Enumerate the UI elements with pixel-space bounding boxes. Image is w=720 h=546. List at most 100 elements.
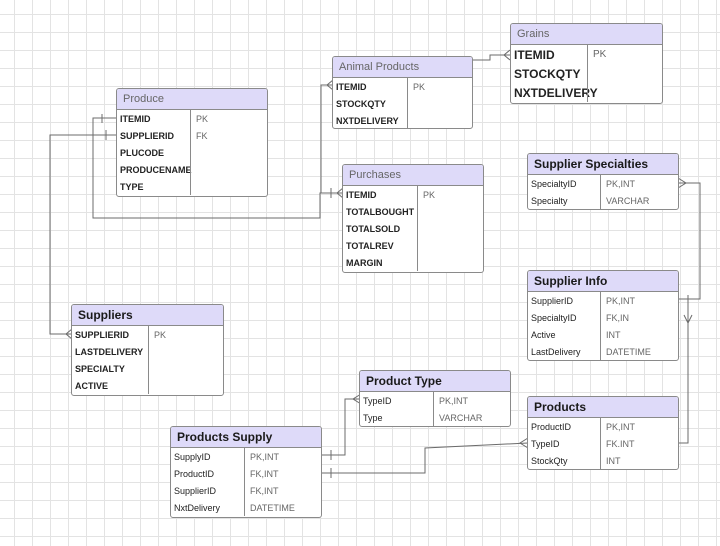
column-type: INT <box>606 455 621 466</box>
entity-suppliers[interactable]: Suppliers SUPPLIERID PK LASTDELIVERY SPE… <box>71 304 224 396</box>
table-row: ProductID FK,INT <box>171 465 321 482</box>
table-row: TYPE <box>117 178 267 195</box>
column-name: STOCKQTY <box>336 98 386 109</box>
table-row: TypeID PK,INT <box>360 392 510 409</box>
entity-supplier-info[interactable]: Supplier Info SupplierID PK,INT Specialt… <box>527 270 679 361</box>
column-name: SUPPLIERID <box>75 329 130 340</box>
column-type: DATETIME <box>250 502 295 513</box>
column-name: Type <box>363 412 383 423</box>
table-row: PRODUCENAME <box>117 161 267 178</box>
table-row: Specialty VARCHAR <box>528 192 678 209</box>
rel-specialties-info <box>678 182 701 300</box>
column-name: Active <box>531 329 556 340</box>
column-name: PRODUCENAME <box>120 164 192 175</box>
column-type: FK <box>196 130 208 141</box>
column-type: PK,INT <box>606 178 636 189</box>
column-type: PK <box>413 81 426 92</box>
column-name: STOCKQTY <box>514 66 581 81</box>
entity-title: Products <box>534 400 587 414</box>
entity-header: Grains <box>511 24 662 45</box>
column-name: ITEMID <box>336 81 367 92</box>
column-name: ProductID <box>174 468 215 479</box>
column-type: PK,INT <box>606 295 636 306</box>
column-name: StockQty <box>531 455 568 466</box>
table-row: SupplierID FK,INT <box>171 482 321 499</box>
table-row: StockQty INT <box>528 452 678 469</box>
entity-header: Product Type <box>360 371 510 392</box>
column-name: SpecialtyID <box>531 178 577 189</box>
table-row: SUPPLIERID FK <box>117 127 267 144</box>
table-row: SpecialtyID FK,IN <box>528 309 678 326</box>
column-name: ITEMID <box>346 189 377 200</box>
entity-title: Supplier Info <box>534 274 608 288</box>
entity-produce[interactable]: Produce ITEMID PK SUPPLIERID FK PLUCODE … <box>116 88 268 197</box>
table-row: SupplyID PK,INT <box>171 448 321 465</box>
table-row: LastDelivery DATETIME <box>528 343 678 360</box>
column-name: ITEMID <box>120 113 151 124</box>
column-name: TOTALSOLD <box>346 223 401 234</box>
column-name: LastDelivery <box>531 346 581 357</box>
table-row: Active INT <box>528 326 678 343</box>
entity-header: Supplier Specialties <box>528 154 678 175</box>
column-name: NXTDELIVERY <box>336 115 399 126</box>
entity-title: Products Supply <box>177 430 273 444</box>
table-row: ACTIVE <box>72 377 223 394</box>
table-row: ProductID PK,INT <box>528 418 678 435</box>
entity-title: Product Type <box>366 374 442 388</box>
table-row: ITEMID PK <box>343 186 483 203</box>
crowfoot-specialties <box>677 177 687 189</box>
column-type: VARCHAR <box>606 195 650 206</box>
table-row: TOTALBOUGHT <box>343 203 483 220</box>
column-type: FK,INT <box>250 468 279 479</box>
entity-purchases[interactable]: Purchases ITEMID PK TOTALBOUGHT TOTALSOL… <box>342 164 484 273</box>
entity-header: Suppliers <box>72 305 223 326</box>
table-row: TOTALREV <box>343 237 483 254</box>
entity-header: Produce <box>117 89 267 110</box>
entity-grains[interactable]: Grains ITEMID PK STOCKQTY NXTDELIVERY <box>510 23 663 104</box>
column-name: SpecialtyID <box>531 312 577 323</box>
crowfoot-products <box>519 437 529 449</box>
entity-header: Products Supply <box>171 427 321 448</box>
column-name: SPECIALTY <box>75 363 125 374</box>
column-type: PK <box>593 49 607 60</box>
column-name: SUPPLIERID <box>120 130 175 141</box>
table-row: TOTALSOLD <box>343 220 483 237</box>
column-type: DATETIME <box>606 346 651 357</box>
table-row: SpecialtyID PK,INT <box>528 175 678 192</box>
crowfoot-animal-products <box>326 79 334 91</box>
entity-title: Suppliers <box>78 308 133 322</box>
column-type: PK <box>196 113 209 124</box>
column-name: Specialty <box>531 195 568 206</box>
column-name: ITEMID <box>514 47 555 62</box>
table-row: SupplierID PK,INT <box>528 292 678 309</box>
column-name: SupplierID <box>531 295 574 306</box>
entity-header: Purchases <box>343 165 483 186</box>
table-row: ITEMID PK <box>333 78 472 95</box>
entity-header: Products <box>528 397 678 418</box>
table-row: Type VARCHAR <box>360 409 510 426</box>
column-type: PK,INT <box>250 451 280 462</box>
entity-product-type[interactable]: Product Type TypeID PK,INT Type VARCHAR <box>359 370 511 427</box>
crowfoot-type <box>352 393 362 405</box>
entity-supplier-specialties[interactable]: Supplier Specialties SpecialtyID PK,INT … <box>527 153 679 210</box>
table-row: LASTDELIVERY <box>72 343 223 360</box>
column-name: TOTALREV <box>346 240 394 251</box>
entity-title: Grains <box>517 28 550 40</box>
rel-type-supply <box>321 398 361 456</box>
column-name: MARGIN <box>346 257 383 268</box>
entity-title: Produce <box>123 93 164 105</box>
column-type: INT <box>606 329 621 340</box>
column-name: PLUCODE <box>120 147 165 158</box>
crowfoot-suppliers <box>65 328 73 340</box>
column-name: SupplierID <box>174 485 217 496</box>
table-row: SPECIALTY <box>72 360 223 377</box>
entity-animal-products[interactable]: Animal Products ITEMID PK STOCKQTY NXTDE… <box>332 56 473 129</box>
entity-products-supply[interactable]: Products Supply SupplyID PK,INT ProductI… <box>170 426 322 518</box>
entity-title: Supplier Specialties <box>534 157 649 171</box>
table-row: NXTDELIVERY <box>511 83 662 102</box>
rel-produce-purchases <box>92 117 343 219</box>
table-row: NXTDELIVERY <box>333 112 472 128</box>
column-name: NxtDelivery <box>174 502 221 513</box>
entity-products[interactable]: Products ProductID PK,INT TypeID FK.INT … <box>527 396 679 470</box>
